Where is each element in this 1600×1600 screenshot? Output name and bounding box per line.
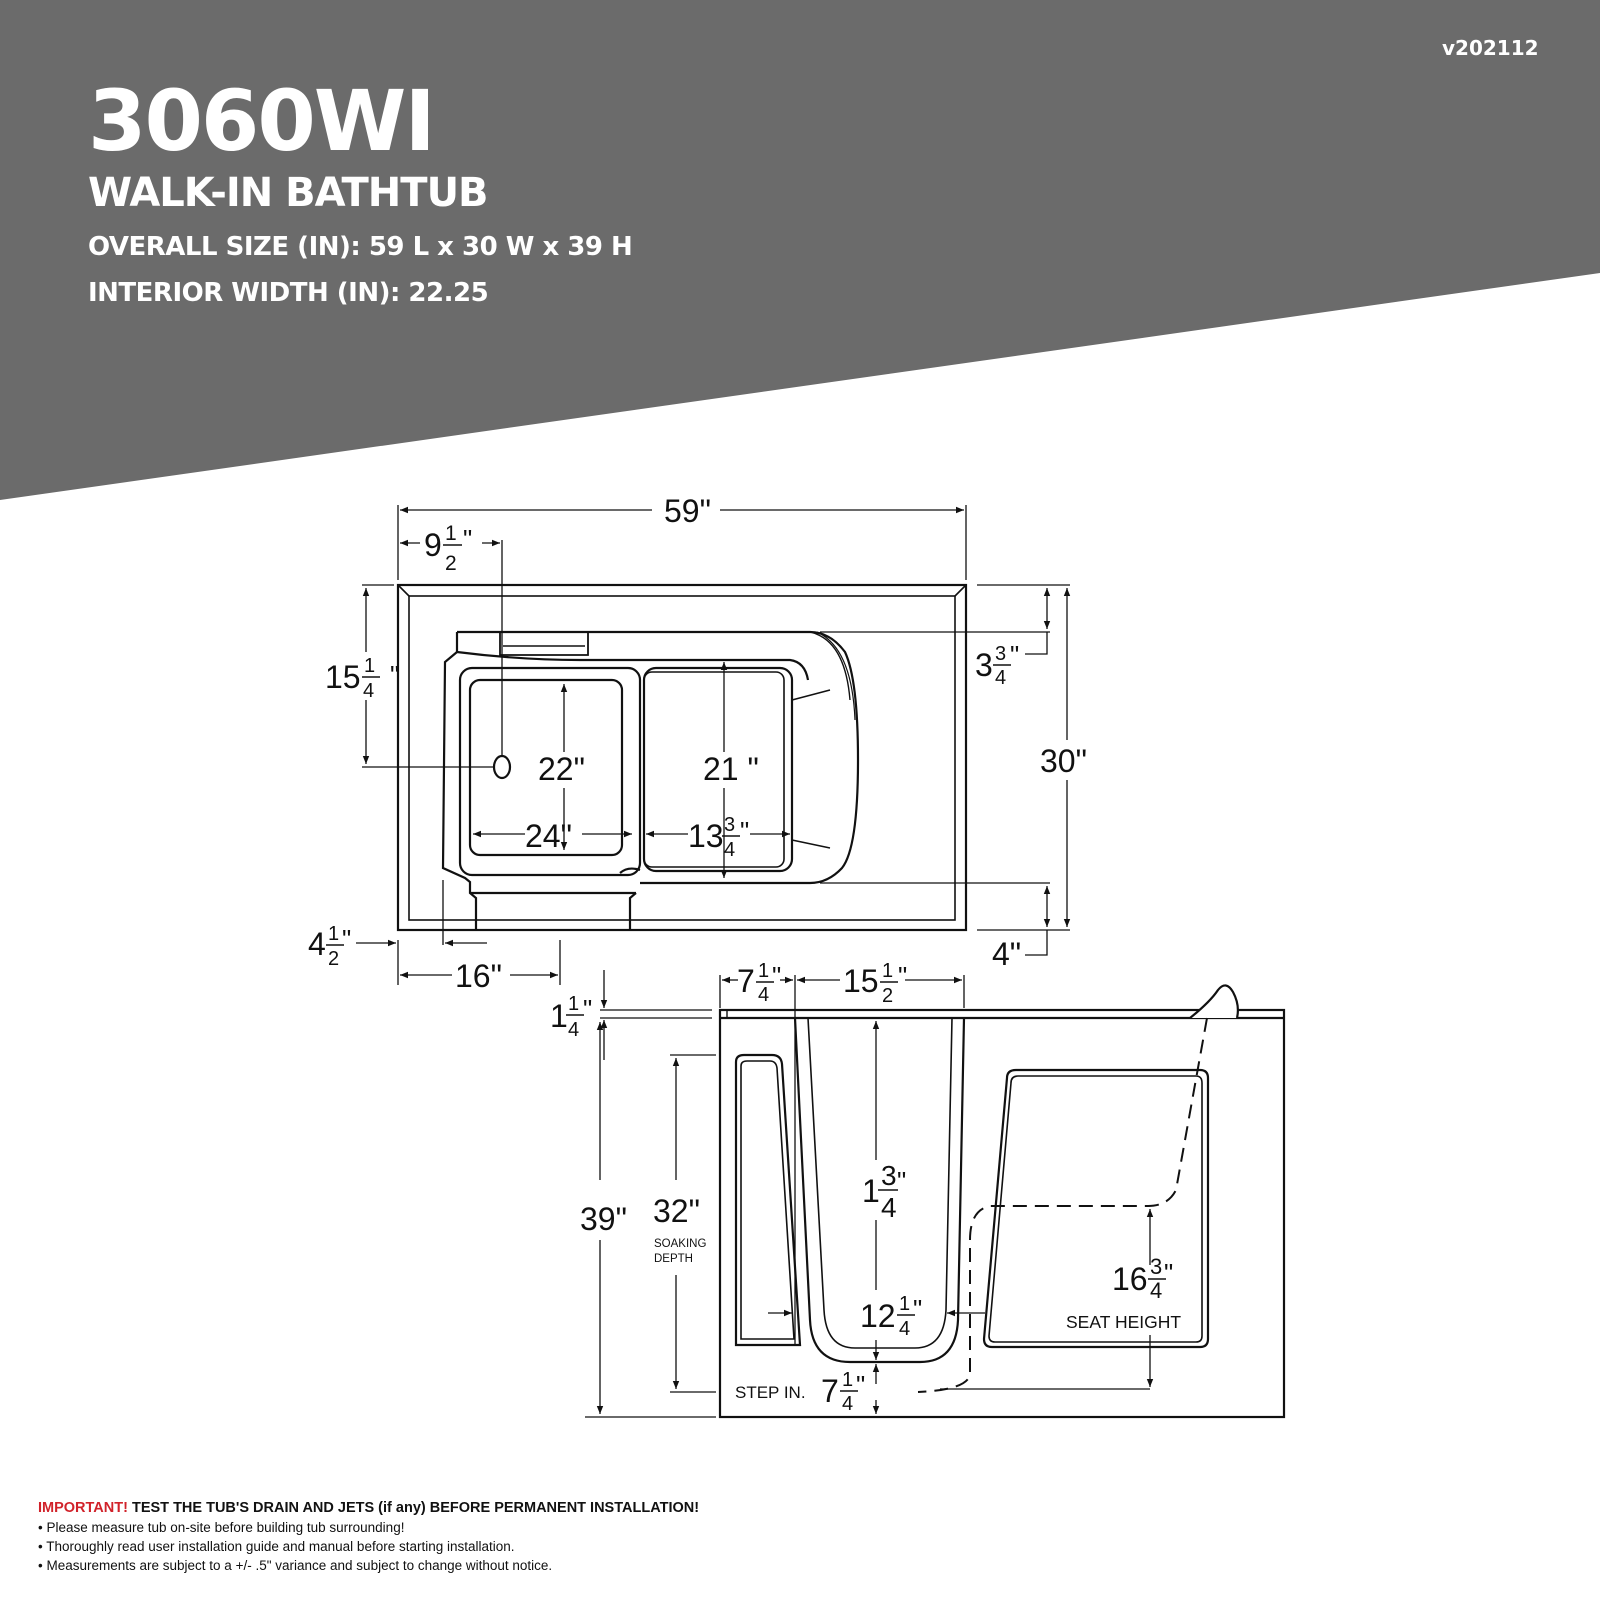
svg-text:3: 3 bbox=[995, 643, 1006, 665]
svg-text:4: 4 bbox=[568, 1019, 579, 1041]
svg-text:3: 3 bbox=[1150, 1254, 1162, 1279]
note-item: • Measurements are subject to a +/- .5" … bbox=[38, 1558, 553, 1573]
svg-text:4: 4 bbox=[758, 984, 769, 1006]
svg-text:": " bbox=[897, 1166, 906, 1196]
seat-height-label: SEAT HEIGHT bbox=[1066, 1312, 1181, 1332]
svg-text:7: 7 bbox=[737, 963, 755, 999]
svg-text:4: 4 bbox=[995, 667, 1006, 689]
svg-text:15: 15 bbox=[843, 963, 879, 999]
svg-text:": " bbox=[342, 924, 351, 954]
svg-text:4: 4 bbox=[899, 1318, 910, 1340]
dim-seat-height: 16 3 4 " bbox=[1112, 1254, 1173, 1303]
interior-width-spec: INTERIOR WIDTH (IN): 22.25 bbox=[88, 278, 489, 308]
svg-text:3: 3 bbox=[881, 1160, 897, 1191]
svg-text:4: 4 bbox=[308, 926, 326, 962]
svg-text:3: 3 bbox=[724, 814, 735, 836]
overall-size-spec: OVERALL SIZE (IN): 59 L x 30 W x 39 H bbox=[88, 232, 633, 262]
svg-text:7: 7 bbox=[821, 1373, 839, 1409]
svg-text:": " bbox=[463, 524, 472, 554]
svg-text:12: 12 bbox=[860, 1298, 896, 1334]
svg-text:3: 3 bbox=[975, 647, 993, 683]
note-item: • Please measure tub on-site before buil… bbox=[38, 1520, 405, 1535]
dim-overall-width: 30" bbox=[1040, 743, 1087, 779]
svg-text:": " bbox=[913, 1294, 922, 1324]
dimension-labels: 59" 9 1 2 " 15 1 4 " 22" 21 " 24" 13 3 4… bbox=[308, 493, 1181, 1415]
svg-text:": " bbox=[898, 961, 907, 991]
svg-text:1: 1 bbox=[758, 960, 769, 982]
svg-text:9: 9 bbox=[424, 527, 442, 563]
dim-drain-offset-y: 15 1 4 " bbox=[325, 655, 399, 702]
svg-text:1: 1 bbox=[364, 655, 375, 677]
important-label: IMPORTANT! bbox=[38, 1500, 128, 1516]
svg-text:4: 4 bbox=[1150, 1278, 1162, 1303]
note-item: • Thoroughly read user installation guid… bbox=[38, 1539, 515, 1554]
step-in-label: STEP IN. bbox=[735, 1383, 806, 1402]
dim-basin-width-right: 13 3 4 " bbox=[688, 814, 749, 861]
soaking-label-2: DEPTH bbox=[654, 1253, 693, 1265]
svg-text:1: 1 bbox=[550, 998, 568, 1034]
svg-text:2: 2 bbox=[328, 948, 339, 970]
product-subtitle: WALK-IN BATHTUB bbox=[88, 170, 489, 216]
dim-overall-length: 59" bbox=[664, 493, 711, 529]
dim-overall-height: 39" bbox=[580, 1201, 627, 1237]
svg-text:": " bbox=[856, 1370, 865, 1400]
dim-bottom-rim: 4" bbox=[992, 936, 1021, 972]
svg-text:1: 1 bbox=[568, 993, 579, 1015]
svg-text:4: 4 bbox=[881, 1192, 897, 1223]
important-notice: IMPORTANT! TEST THE TUB'S DRAIN AND JETS… bbox=[38, 1500, 699, 1516]
dim-door-opening-bottom: 12 1 4 " bbox=[860, 1293, 922, 1340]
dim-soaking-depth: 32" bbox=[653, 1193, 700, 1229]
svg-text:1: 1 bbox=[882, 960, 893, 982]
svg-text:1: 1 bbox=[899, 1293, 910, 1315]
top-view-dimensions bbox=[356, 505, 1071, 985]
dim-rim-thickness: 1 1 4 " bbox=[550, 993, 592, 1041]
svg-text:": " bbox=[1010, 640, 1019, 670]
dim-basin-depth-right: 21 " bbox=[703, 751, 759, 787]
dim-drain-offset-x: 9 1 2 " bbox=[424, 522, 472, 575]
important-text: TEST THE TUB'S DRAIN AND JETS (if any) B… bbox=[127, 1500, 700, 1516]
side-view bbox=[718, 984, 1286, 1419]
installation-notes: IMPORTANT! TEST THE TUB'S DRAIN AND JETS… bbox=[38, 1500, 699, 1575]
dim-basin-width-left: 24" bbox=[525, 818, 572, 854]
soaking-label-1: SOAKING bbox=[654, 1238, 706, 1250]
svg-text:4: 4 bbox=[363, 680, 374, 702]
dim-step-in: 7 1 4 " bbox=[821, 1369, 865, 1415]
top-view bbox=[396, 583, 968, 932]
dim-top-rim: 3 3 4 " bbox=[975, 640, 1019, 689]
svg-text:2: 2 bbox=[445, 552, 457, 575]
dim-door-height: 1 3 4 " bbox=[862, 1160, 906, 1223]
svg-text:1: 1 bbox=[445, 522, 457, 545]
dim-door-frame: 7 1 4 " bbox=[737, 960, 781, 1006]
dim-door-width: 16" bbox=[455, 958, 502, 994]
dim-basin-depth-left: 22" bbox=[538, 751, 585, 787]
side-view-dimensions bbox=[585, 970, 1154, 1418]
svg-text:1: 1 bbox=[328, 923, 339, 945]
svg-text:": " bbox=[583, 994, 592, 1024]
dim-door-opening-top: 15 1 2 " bbox=[843, 960, 907, 1007]
svg-text:13: 13 bbox=[688, 818, 724, 854]
dim-door-offset: 4 1 2 " bbox=[308, 923, 351, 970]
svg-text:": " bbox=[772, 961, 781, 991]
svg-text:16: 16 bbox=[1112, 1261, 1148, 1297]
svg-text:1: 1 bbox=[842, 1369, 853, 1391]
svg-text:4: 4 bbox=[724, 839, 735, 861]
svg-text:": " bbox=[740, 816, 749, 846]
model-title: 3060WI bbox=[88, 72, 436, 170]
svg-text:4: 4 bbox=[842, 1393, 853, 1415]
svg-text:": " bbox=[390, 660, 399, 690]
svg-text:2: 2 bbox=[882, 985, 893, 1007]
svg-text:1: 1 bbox=[862, 1173, 880, 1209]
svg-text:": " bbox=[1164, 1258, 1173, 1288]
svg-text:15: 15 bbox=[325, 659, 361, 695]
version-label: v202112 bbox=[1442, 36, 1539, 60]
